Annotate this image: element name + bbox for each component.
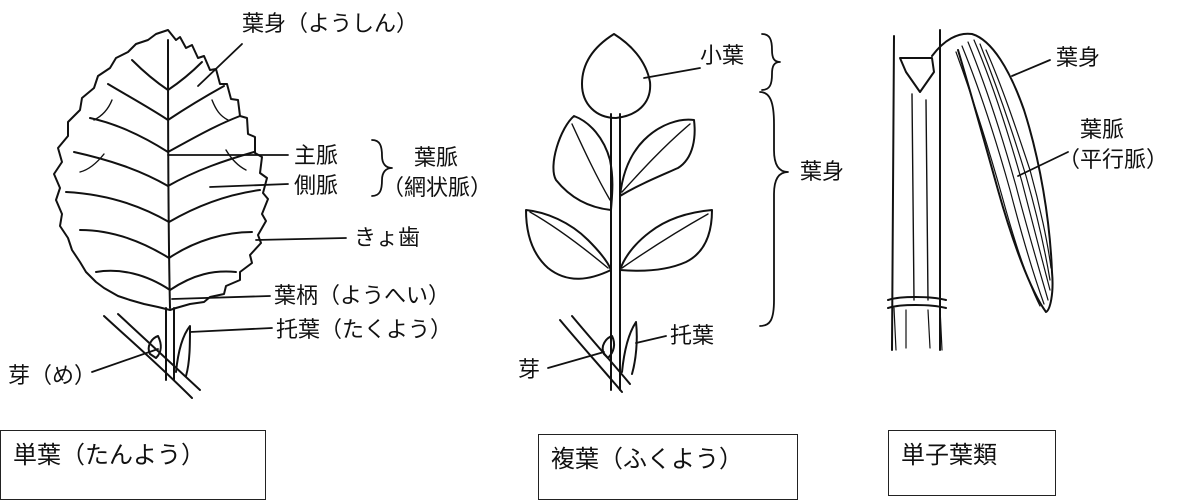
label-stipule-compound: 托葉 — [670, 324, 715, 349]
simple-leaf-midrib — [167, 39, 171, 309]
simple-leaf-stipule — [175, 325, 191, 377]
monocot-leaders — [1011, 59, 1069, 177]
simple-leaf-bud — [147, 335, 162, 359]
caption-monocot: 単子葉類 — [888, 430, 1056, 496]
label-bud-compound: 芽 — [518, 358, 541, 383]
monocot-drawing — [887, 29, 1054, 351]
label-blade-compound: 葉身 — [800, 160, 845, 185]
caption-simple-leaf: 単葉（たんよう） — [0, 430, 266, 500]
caption-compound-leaf: 複葉（ふくよう） — [538, 434, 798, 500]
label-vein-group: 葉脈 — [414, 146, 459, 171]
simple-leaf-leaders — [91, 43, 393, 373]
simple-leaf-petiole — [165, 307, 175, 381]
label-serration: きょ歯 — [354, 226, 421, 251]
label-blade-monocot: 葉身 — [1056, 46, 1101, 71]
simple-leaf-drawing — [53, 29, 269, 399]
simple-leaf-outline — [53, 29, 269, 311]
label-leaflet: 小葉 — [700, 44, 745, 69]
label-blade-simple: 葉身（ようしん） — [242, 12, 419, 37]
label-vein-type-parallel: （平行脈） — [1058, 148, 1169, 173]
label-stipule-simple: 托葉（たくよう） — [276, 318, 453, 343]
label-side-vein: 側脈 — [294, 174, 339, 199]
label-petiole: 葉柄（ようへい） — [274, 284, 451, 309]
label-vein-monocot: 葉脈 — [1080, 118, 1125, 143]
compound-leaf-leaders — [547, 33, 789, 369]
label-vein-type-reticulate: （網状脈） — [382, 176, 493, 201]
label-main-vein: 主脈 — [294, 144, 339, 169]
label-bud-simple: 芽（め） — [8, 364, 97, 389]
